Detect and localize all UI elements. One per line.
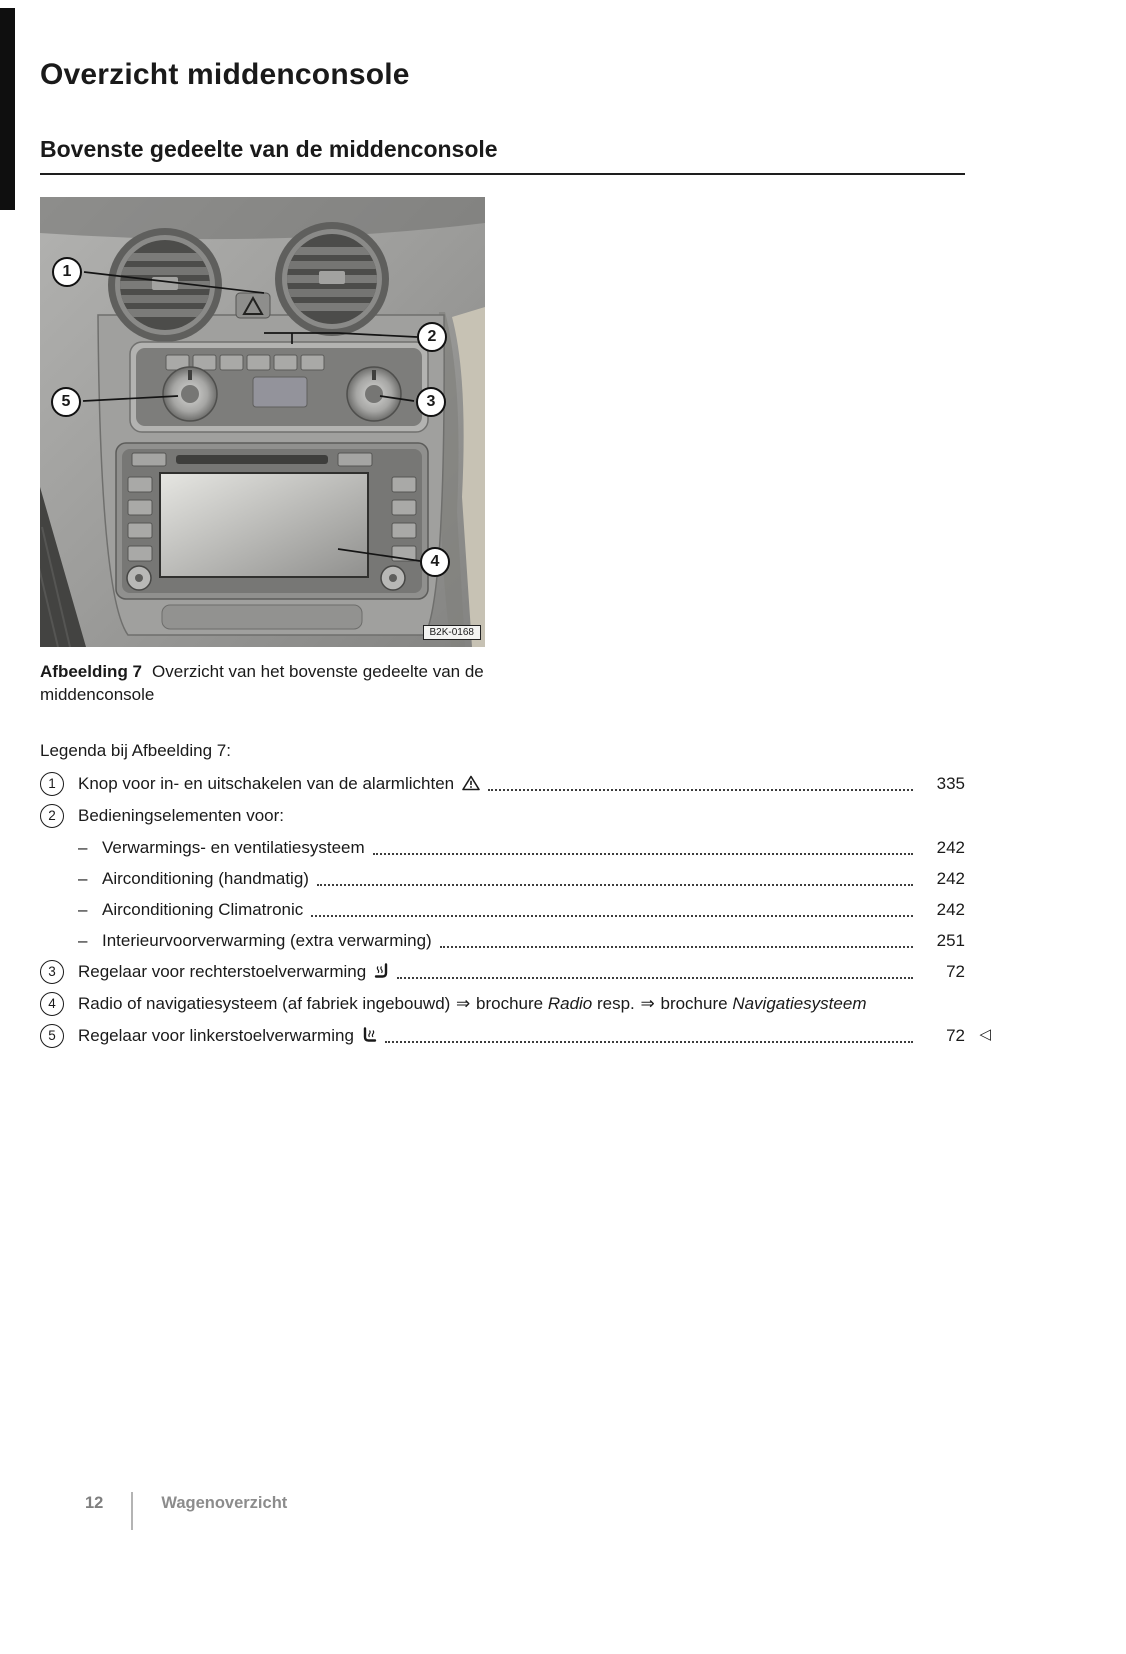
legend-subitem-3: – Airconditioning Climatronic 242 [78, 899, 965, 921]
cd-slot [176, 455, 328, 464]
dot-leader [384, 1025, 913, 1044]
text-segment: resp. [592, 994, 640, 1014]
section-end-marker: ◁ [979, 1026, 991, 1044]
legend-subitem-text: Airconditioning Climatronic [102, 900, 304, 920]
radio-navigation-unit [115, 442, 429, 600]
legend-item-text: Knop voor in- en uitschakelen van de ala… [78, 773, 455, 793]
legend-subitem-text: Verwarmings- en ventilatiesysteem [102, 837, 365, 857]
legend-subitem-2: – Airconditioning (handmatig) 242 [78, 868, 965, 890]
legend-number-3: 3 [40, 960, 64, 985]
air-vent-right [275, 222, 389, 336]
reference-arrow-icon: ⇒ [640, 994, 655, 1014]
console-illustration [40, 197, 485, 647]
dash: – [78, 868, 88, 888]
seat-heating-left-icon [362, 1027, 377, 1043]
page-reference: 242 [936, 868, 965, 888]
page-footer: 12 Wagenoverzicht [85, 1492, 287, 1530]
warning-triangle-icon [462, 775, 480, 791]
seat-heating-right-icon [374, 963, 389, 979]
dot-leader [316, 868, 913, 886]
legend-number-1: 1 [40, 771, 64, 796]
figure-callout-3: 3 [416, 387, 446, 417]
legend-intro: Legenda bij Afbeelding 7: [40, 740, 231, 760]
legend-item-text: Bedieningselementen voor: [78, 805, 285, 825]
page-reference: 251 [936, 931, 965, 951]
dot-leader [372, 837, 913, 855]
section-heading: Bovenste gedeelte van de middenconsole [40, 136, 965, 175]
footer-divider [131, 1492, 134, 1530]
radio-screen [159, 472, 369, 578]
figure-image-code: B2K-0168 [422, 625, 481, 640]
legend-subitem-4: – Interieurvoorverwarming (extra verwarm… [78, 930, 965, 952]
print-edge-mark [0, 8, 15, 210]
dot-leader [311, 899, 913, 918]
page-reference: 72 [946, 1026, 965, 1046]
text-segment: brochure [655, 994, 733, 1014]
dot-leader [439, 930, 913, 949]
page-title: Overzicht middenconsole [40, 58, 410, 91]
text-segment-italic: Navigatiesysteem [732, 994, 867, 1014]
legend-item-text: Regelaar voor linkerstoelverwarming [78, 1026, 354, 1046]
legend-subitem-text: Airconditioning (handmatig) [102, 868, 309, 888]
section-heading-text: Bovenste gedeelte van de middenconsole [40, 136, 498, 162]
dash: – [78, 837, 88, 857]
legend-item-1: 1 Knop voor in- en uitschakelen van de a… [40, 771, 965, 796]
legend-number-5: 5 [40, 1024, 64, 1049]
legend-item-3: 3 Regelaar voor rechterstoelverwarming 7… [40, 960, 965, 985]
figure-caption-label: Afbeelding 7 [40, 662, 143, 681]
footwell-shadow [40, 487, 86, 647]
reference-arrow-icon: ⇒ [456, 994, 471, 1014]
dot-leader [488, 773, 913, 791]
legend-item-5: 5 Regelaar voor linkerstoelverwarming 72… [40, 1024, 991, 1049]
page-content: Overzicht middenconsole Bovenste gedeelt… [40, 0, 991, 1049]
legend-item-4: 4 Radio of navigatiesysteem (af fabriek … [40, 992, 965, 1017]
page-number: 12 [85, 1494, 104, 1512]
legend-list: 1 Knop voor in- en uitschakelen van de a… [40, 771, 991, 1049]
figure-callout-1: 1 [52, 257, 82, 287]
page-reference: 72 [946, 962, 965, 982]
legend-number-4: 4 [40, 992, 64, 1017]
hazard-light-switch [235, 292, 271, 319]
legend-item-text: Radio of navigatiesysteem (af fabriek in… [78, 993, 928, 1015]
text-segment-italic: Radio [547, 994, 593, 1014]
dash: – [78, 931, 88, 951]
seat-background [452, 307, 485, 647]
figure-callout-5: 5 [51, 387, 81, 417]
page-reference: 335 [936, 773, 965, 793]
air-vent-left [108, 228, 222, 342]
legend-subitem-text: Interieurvoorverwarming (extra verwarmin… [102, 931, 432, 951]
callout-lines [82, 271, 421, 562]
legend-subitem-1: – Verwarmings- en ventilatiesysteem 242 [78, 837, 965, 859]
figure-caption-text: Overzicht van het bovenste gedeelte van … [40, 662, 484, 704]
legend-number-2: 2 [40, 803, 64, 828]
climate-display [252, 376, 308, 408]
page-reference: 242 [936, 837, 965, 857]
figure-callout-2: 2 [417, 322, 447, 352]
dash: – [78, 900, 88, 920]
footer-section-label: Wagenoverzicht [161, 1494, 288, 1512]
text-segment: Radio of navigatiesysteem (af fabriek in… [78, 994, 456, 1014]
lower-tray [161, 604, 363, 630]
legend-item-text: Regelaar voor rechterstoelverwarming [78, 962, 367, 982]
figure-callout-4: 4 [420, 547, 450, 577]
legend-item-2: 2 Bedieningselementen voor: [40, 803, 965, 828]
climate-control-panel [129, 341, 429, 433]
page-reference: 242 [936, 900, 965, 920]
radio-left-buttons [127, 476, 153, 562]
figure-console-photo: 1 2 3 5 4 B2K-0168 [40, 197, 485, 647]
text-segment: brochure [471, 994, 548, 1014]
dot-leader [397, 961, 913, 980]
